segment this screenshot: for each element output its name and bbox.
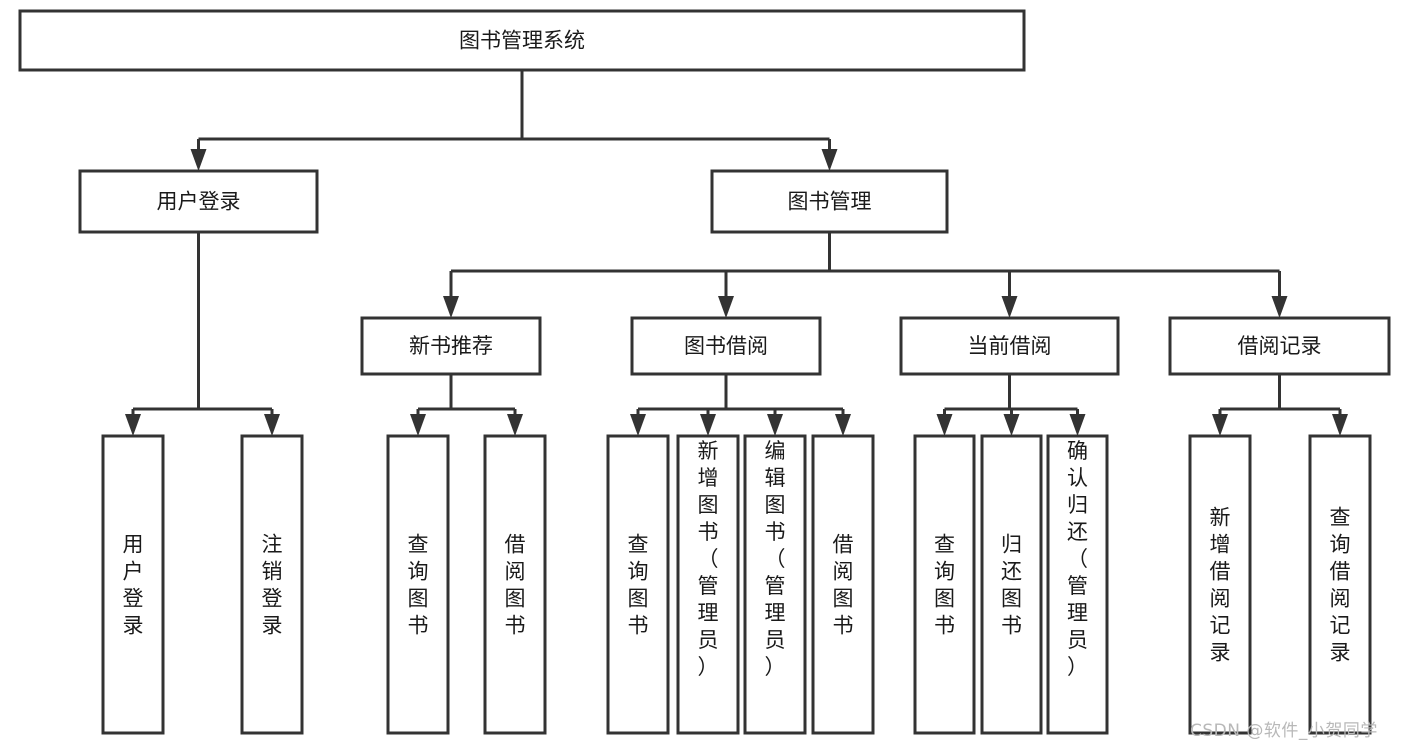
node-label-leaf-borrow-book-2: 借阅图书	[833, 533, 854, 638]
node-label-new-book-rec: 新书推荐	[409, 334, 493, 358]
node-label-leaf-query-book-1: 查询图书	[408, 533, 429, 638]
node-label-leaf-logout: 注销登录	[262, 533, 283, 638]
node-box-leaf-query-book-2[interactable]	[606, 434, 670, 735]
node-box-leaf-borrow-book-1[interactable]	[483, 434, 547, 735]
node-label-root: 图书管理系统	[459, 29, 585, 53]
node-leaf-edit-book[interactable]: 编辑图书（管理员）	[743, 434, 807, 735]
connector-group-new-book-rec	[410, 374, 523, 436]
node-label-user-login: 用户登录	[157, 190, 241, 214]
connector-group-current-borrow	[936, 374, 1086, 436]
node-label-book-borrow: 图书借阅	[684, 334, 768, 358]
node-box-leaf-add-book[interactable]	[676, 434, 740, 735]
node-label-leaf-borrow-book-1: 借阅图书	[505, 533, 526, 638]
node-box-leaf-query-book-3[interactable]	[913, 434, 976, 735]
node-label-leaf-confirm-return: 确认归还（管理员）	[1067, 439, 1088, 679]
node-leaf-logout[interactable]: 注销登录	[240, 434, 304, 735]
node-label-leaf-query-book-2: 查询图书	[628, 533, 649, 638]
node-box-leaf-return-book[interactable]	[980, 434, 1043, 735]
node-box-leaf-borrow-book-2[interactable]	[811, 434, 875, 735]
node-user-login[interactable]: 用户登录	[78, 169, 319, 234]
node-box-user-login[interactable]	[78, 169, 319, 234]
node-new-book-rec[interactable]: 新书推荐	[360, 316, 542, 376]
node-box-leaf-edit-book[interactable]	[743, 434, 807, 735]
node-leaf-query-book-3[interactable]: 查询图书	[913, 434, 976, 735]
node-leaf-borrow-book-1[interactable]: 借阅图书	[483, 434, 547, 735]
node-book-borrow[interactable]: 图书借阅	[630, 316, 822, 376]
connector-layer	[125, 70, 1348, 436]
connector-group-book-borrow	[630, 374, 851, 436]
node-label-book-manage: 图书管理	[788, 190, 872, 214]
connector-group-book-manage	[443, 232, 1288, 318]
node-root[interactable]: 图书管理系统	[18, 9, 1026, 72]
node-label-leaf-user-login: 用户登录	[123, 533, 144, 638]
node-book-manage[interactable]: 图书管理	[710, 169, 949, 234]
node-box-new-book-rec[interactable]	[360, 316, 542, 376]
node-leaf-user-login[interactable]: 用户登录	[101, 434, 165, 735]
node-leaf-add-record[interactable]: 新增借阅记录	[1188, 434, 1252, 735]
node-label-leaf-query-record: 查询借阅记录	[1330, 506, 1351, 665]
connector-group-root	[190, 70, 838, 171]
connector-group-borrow-record	[1212, 374, 1348, 436]
node-label-leaf-add-book: 新增图书（管理员）	[698, 439, 719, 679]
node-leaf-return-book[interactable]: 归还图书	[980, 434, 1043, 735]
node-leaf-query-book-1[interactable]: 查询图书	[386, 434, 450, 735]
node-box-book-borrow[interactable]	[630, 316, 822, 376]
node-box-leaf-query-record[interactable]	[1308, 434, 1372, 735]
node-current-borrow[interactable]: 当前借阅	[899, 316, 1120, 376]
node-leaf-query-record[interactable]: 查询借阅记录	[1308, 434, 1372, 735]
node-borrow-record[interactable]: 借阅记录	[1168, 316, 1391, 376]
node-box-leaf-query-book-1[interactable]	[386, 434, 450, 735]
node-label-borrow-record: 借阅记录	[1238, 334, 1322, 358]
node-box-leaf-add-record[interactable]	[1188, 434, 1252, 735]
node-leaf-borrow-book-2[interactable]: 借阅图书	[811, 434, 875, 735]
csdn-watermark: CSDN @软件_小贺同学	[1190, 721, 1378, 741]
node-box-leaf-confirm-return[interactable]	[1046, 434, 1109, 735]
node-label-current-borrow: 当前借阅	[968, 334, 1052, 358]
node-label-leaf-query-book-3: 查询图书	[934, 533, 955, 638]
node-label-leaf-return-book: 归还图书	[1001, 533, 1022, 638]
node-leaf-add-book[interactable]: 新增图书（管理员）	[676, 434, 740, 735]
node-leaf-confirm-return[interactable]: 确认归还（管理员）	[1046, 434, 1109, 735]
node-box-leaf-user-login[interactable]	[101, 434, 165, 735]
node-box-borrow-record[interactable]	[1168, 316, 1391, 376]
node-box-current-borrow[interactable]	[899, 316, 1120, 376]
node-label-leaf-edit-book: 编辑图书（管理员）	[765, 439, 786, 679]
node-box-book-manage[interactable]	[710, 169, 949, 234]
node-box-root[interactable]	[18, 9, 1026, 72]
node-box-leaf-logout[interactable]	[240, 434, 304, 735]
node-layer: 图书管理系统用户登录图书管理新书推荐图书借阅当前借阅借阅记录用户登录注销登录查询…	[18, 9, 1391, 735]
node-leaf-query-book-2[interactable]: 查询图书	[606, 434, 670, 735]
node-label-leaf-add-record: 新增借阅记录	[1210, 506, 1231, 665]
connector-group-user-login	[125, 232, 280, 436]
